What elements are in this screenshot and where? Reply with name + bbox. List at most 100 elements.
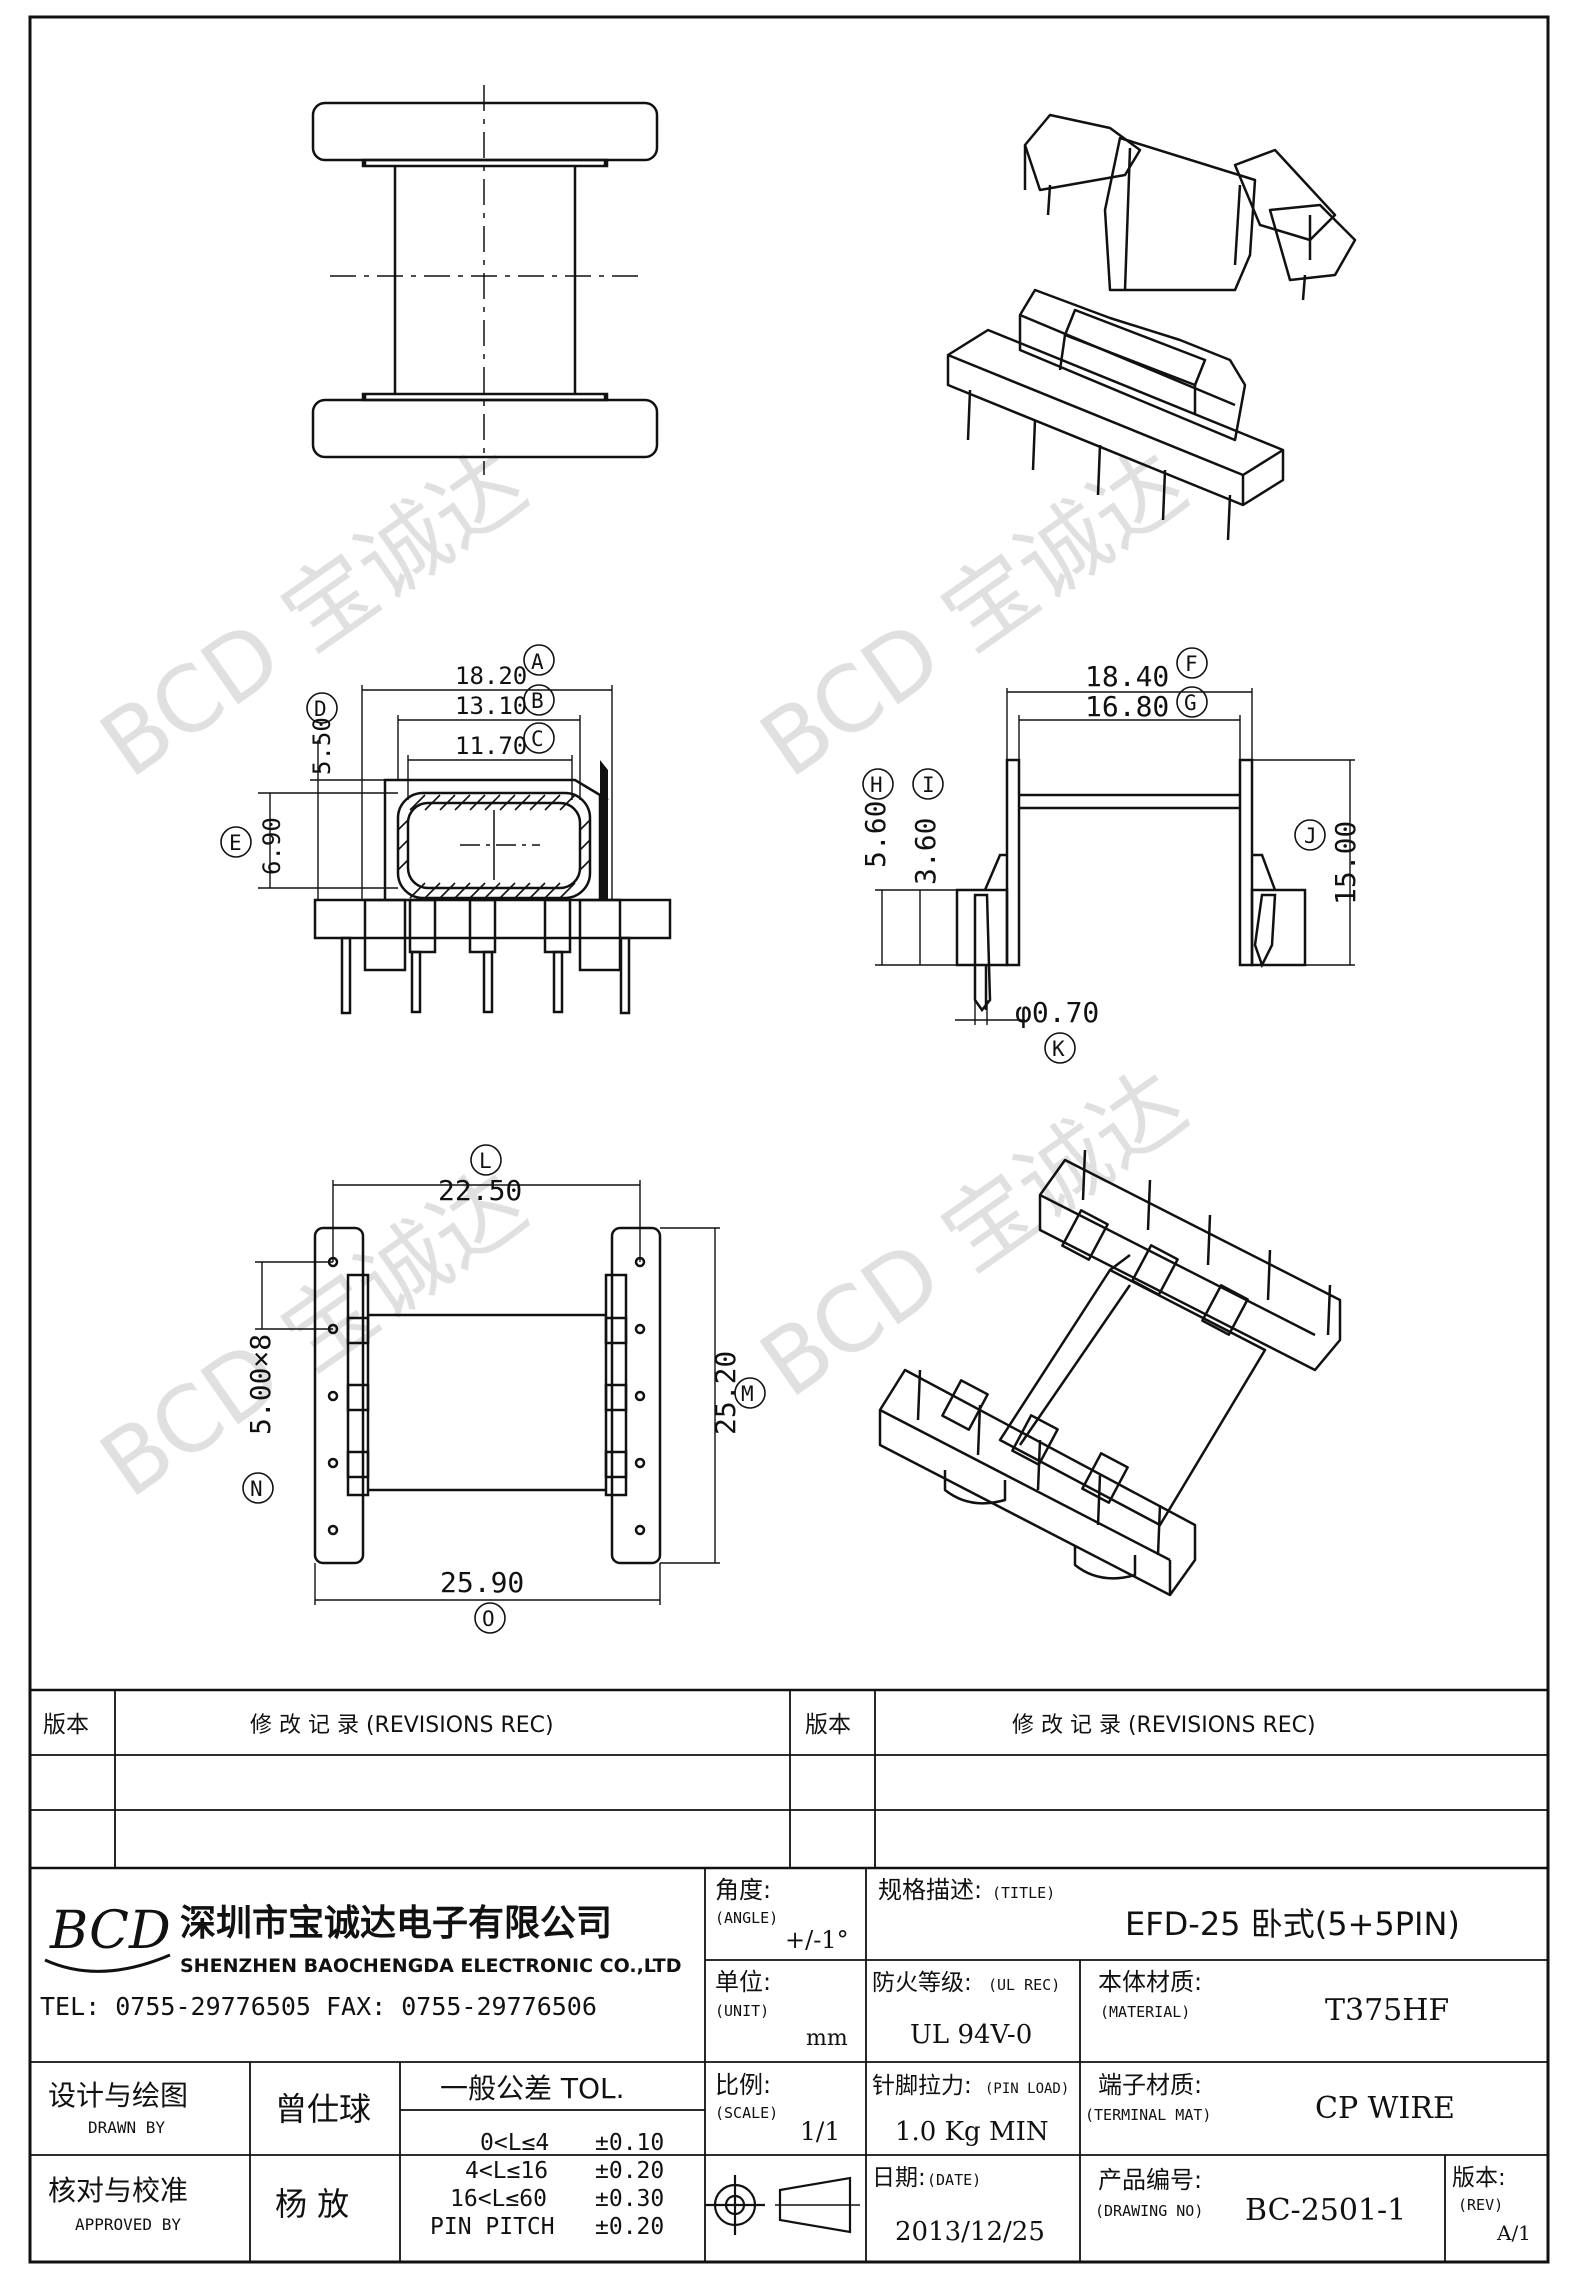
dim-balloon-k bbox=[1044, 1032, 1076, 1064]
spec-label: 规格描述: bbox=[878, 1876, 982, 1904]
tol-value-3: ±0.20 bbox=[595, 2214, 664, 2240]
watermark-text: BCD 宝诚达 bbox=[742, 1050, 1204, 1418]
dim-letter-f: F bbox=[1185, 652, 1198, 676]
dim-balloon-c bbox=[523, 722, 555, 754]
tol-range-3: PIN PITCH bbox=[430, 2214, 555, 2240]
dimlines-bottom bbox=[255, 1180, 720, 1605]
dim-value-f: 18.40 bbox=[1085, 660, 1169, 693]
dim-value-j: 15.00 bbox=[1329, 821, 1362, 905]
ul-value: UL 94V-0 bbox=[910, 2020, 1032, 2050]
view-iso-bottom bbox=[878, 1149, 1342, 1597]
dim-letter-b: B bbox=[531, 689, 544, 713]
rev-label: 版本: bbox=[1452, 2165, 1506, 2191]
dim-balloon-i bbox=[912, 768, 944, 800]
dim-letter-l: L bbox=[479, 1149, 492, 1173]
angle-value: +/-1° bbox=[785, 1926, 849, 1954]
dim-letter-n: N bbox=[250, 1477, 263, 1501]
rev-record-right: 修 改 记 录 (REVISIONS REC) bbox=[1012, 1713, 1316, 1738]
dim-balloon-m bbox=[734, 1377, 766, 1409]
dim-value-l: 22.50 bbox=[438, 1174, 522, 1207]
dim-letter-h: H bbox=[870, 773, 883, 797]
dim-value-n: 5.00×8 bbox=[244, 1334, 277, 1435]
dim-balloon-h bbox=[862, 768, 894, 800]
dim-value-c: 11.70 bbox=[455, 732, 527, 760]
title-block bbox=[30, 1688, 1548, 2262]
material-label-en: (MATERIAL) bbox=[1100, 2003, 1190, 2021]
sheet-border bbox=[28, 15, 1550, 2264]
drawn-label: 设计与绘图 bbox=[48, 2079, 188, 2112]
tol-range-1: 4<L≤16 bbox=[465, 2158, 548, 2184]
company-name-en: SHENZHEN BAOCHENGDA ELECTRONIC CO.,LTD bbox=[180, 1955, 681, 1977]
dim-balloon-o bbox=[474, 1602, 506, 1634]
dim-value-g: 16.80 bbox=[1085, 690, 1169, 723]
dim-balloon-l bbox=[470, 1144, 502, 1176]
view-side bbox=[955, 758, 1307, 1013]
company-contact: TEL: 0755-29776505 FAX: 0755-29776506 bbox=[40, 1992, 597, 2021]
drawn-name: 曾仕球 bbox=[275, 2090, 371, 2128]
approved-label: 核对与校准 bbox=[48, 2174, 188, 2207]
dim-letter-i: I bbox=[922, 773, 935, 797]
dim-value-k: φ0.70 bbox=[1015, 996, 1099, 1029]
dim-balloon-f bbox=[1176, 647, 1208, 679]
rev-value: A/1 bbox=[1496, 2221, 1531, 2245]
date-label-en: (DATE) bbox=[927, 2171, 981, 2189]
terminal-label-en: (TERMINAL MAT) bbox=[1085, 2106, 1211, 2124]
tol-range-2: 16<L≤60 bbox=[450, 2186, 547, 2212]
dim-balloon-n bbox=[242, 1472, 274, 1504]
pinload-label: 针脚拉力: bbox=[872, 2073, 972, 2099]
logo-swoosh bbox=[44, 1953, 171, 1973]
company-name-cn: 深圳市宝诚达电子有限公司 bbox=[180, 1903, 612, 1944]
view-top bbox=[311, 85, 659, 475]
dim-balloon-j bbox=[1294, 819, 1326, 851]
date-value: 2013/12/25 bbox=[895, 2217, 1045, 2247]
approved-label-en: APPROVED BY bbox=[75, 2215, 181, 2234]
drawingno-value: BC-2501-1 bbox=[1245, 2193, 1406, 2228]
ul-label: 防火等级: bbox=[872, 1970, 972, 1996]
dim-letter-d: D bbox=[314, 697, 327, 721]
spec-value: EFD-25 卧式(5+5PIN) bbox=[1125, 1905, 1460, 1943]
unit-value: mm bbox=[806, 2026, 848, 2051]
material-label: 本体材质: bbox=[1098, 1968, 1202, 1996]
drawingno-label-en: (DRAWING NO) bbox=[1095, 2202, 1203, 2220]
approved-name: 杨 放 bbox=[275, 2185, 349, 2223]
watermark-text: BCD 宝诚达 bbox=[742, 430, 1204, 798]
unit-label-en: (UNIT) bbox=[715, 2002, 769, 2020]
dimlines-side bbox=[875, 688, 1355, 1025]
rev-header-right: 版本 bbox=[805, 1712, 851, 1738]
dim-letter-j: J bbox=[1304, 824, 1317, 848]
section-hatch bbox=[397, 794, 591, 899]
dim-letter-g: G bbox=[1184, 691, 1197, 715]
dim-letter-c: C bbox=[531, 727, 544, 751]
ul-label-en: (UL REC) bbox=[988, 1976, 1060, 1994]
pinload-value: 1.0 Kg MIN bbox=[895, 2117, 1049, 2147]
material-value: T375HF bbox=[1325, 1993, 1449, 2028]
dim-value-m: 25.20 bbox=[709, 1351, 742, 1435]
projection-symbol bbox=[705, 2175, 860, 2235]
scale-value: 1/1 bbox=[800, 2117, 840, 2146]
dim-balloon-g bbox=[1176, 686, 1208, 718]
view-bottom bbox=[313, 1226, 662, 1565]
dim-balloon-d bbox=[306, 692, 338, 724]
pinload-label-en: (PIN LOAD) bbox=[985, 2081, 1069, 2097]
dim-balloon-b bbox=[523, 684, 555, 716]
dim-letter-k: K bbox=[1052, 1037, 1065, 1061]
dimension-texts: 18.20 A 13.10 B 11.70 C D 5.50 E 6.90 18… bbox=[220, 644, 1362, 1634]
dim-letter-a: A bbox=[531, 650, 544, 674]
scale-label-en: (SCALE) bbox=[715, 2104, 778, 2122]
angle-label: 角度: bbox=[715, 1876, 771, 1904]
spec-label-en: (TITLE) bbox=[992, 1884, 1055, 1902]
dim-value-d: 5.50 bbox=[308, 717, 336, 775]
terminal-value: CP WIRE bbox=[1315, 2091, 1455, 2126]
view-front bbox=[313, 760, 672, 1015]
rev-label-en: (REV) bbox=[1458, 2196, 1503, 2214]
tol-title: 一般公差 TOL. bbox=[440, 2072, 625, 2105]
drawingno-label: 产品编号: bbox=[1098, 2166, 1202, 2194]
company-logo: BCD bbox=[49, 1901, 171, 1961]
date-label: 日期: bbox=[872, 2165, 926, 2191]
rev-record-left: 修 改 记 录 (REVISIONS REC) bbox=[250, 1713, 554, 1738]
dim-value-h: 5.60 bbox=[859, 801, 892, 868]
dim-value-o: 25.90 bbox=[440, 1566, 524, 1599]
terminal-label: 端子材质: bbox=[1098, 2071, 1202, 2099]
dimlines-front bbox=[258, 685, 613, 900]
